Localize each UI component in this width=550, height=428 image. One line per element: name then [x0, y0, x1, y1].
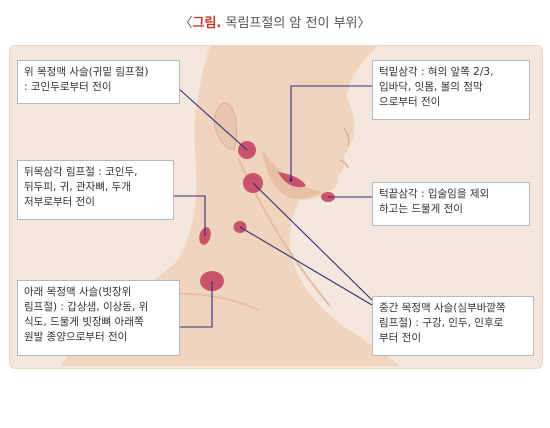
jaw-shadow [262, 150, 322, 199]
leader-upper-jugular [177, 87, 248, 151]
title-bracket-open: 〈 [179, 16, 193, 31]
figure-title: 〈그림. 목림프절의 암 전이 부위〉 [0, 12, 550, 31]
head-neck-silhouette [60, 46, 400, 366]
leader-submandibular [290, 85, 372, 180]
label-lower-jugular-chain: 아래 목정맥 사슬(빗장위 림프절) : 갑상샘, 이상동, 위 식도, 드물게… [17, 280, 180, 356]
ear [214, 102, 238, 151]
neck-muscle-line [237, 157, 331, 307]
title-prefix: 그림. [192, 16, 222, 31]
title-bracket-close: 〉 [357, 16, 371, 31]
label-posterior-triangle: 뒤목삼각 림프절 : 코인두, 뒤두피, 귀, 관자뼈, 두개 저부로부터 전이 [17, 160, 174, 220]
nose-line [343, 127, 350, 147]
leader-middle-jugular-b [239, 226, 373, 306]
leader-middle-jugular-a [252, 182, 373, 301]
leader-lower-jugular [180, 281, 213, 328]
title-text: 목림프절의 암 전이 부위 [221, 16, 358, 31]
leader-posterior-triangle [174, 195, 206, 236]
label-submandibular-triangle: 턱밑삼각 : 혀의 앞쪽 2/3, 입바닥, 잇몸, 볼의 점막 으로부터 전이 [372, 60, 530, 120]
label-upper-jugular-chain: 위 목정맥 사슬(귀밑 림프절) : 코인두로부터 전이 [17, 60, 180, 104]
label-middle-jugular-chain: 중간 목정맥 사슬(심부바깥쪽 림프절) : 구강, 인두, 인후로 부터 전이 [372, 296, 534, 356]
mouth-line [339, 159, 349, 169]
leader-dot-submandibular [289, 178, 293, 182]
label-submental-triangle: 턱끝삼각 : 입술임을 제외 하고는 드물게 전이 [372, 182, 530, 226]
